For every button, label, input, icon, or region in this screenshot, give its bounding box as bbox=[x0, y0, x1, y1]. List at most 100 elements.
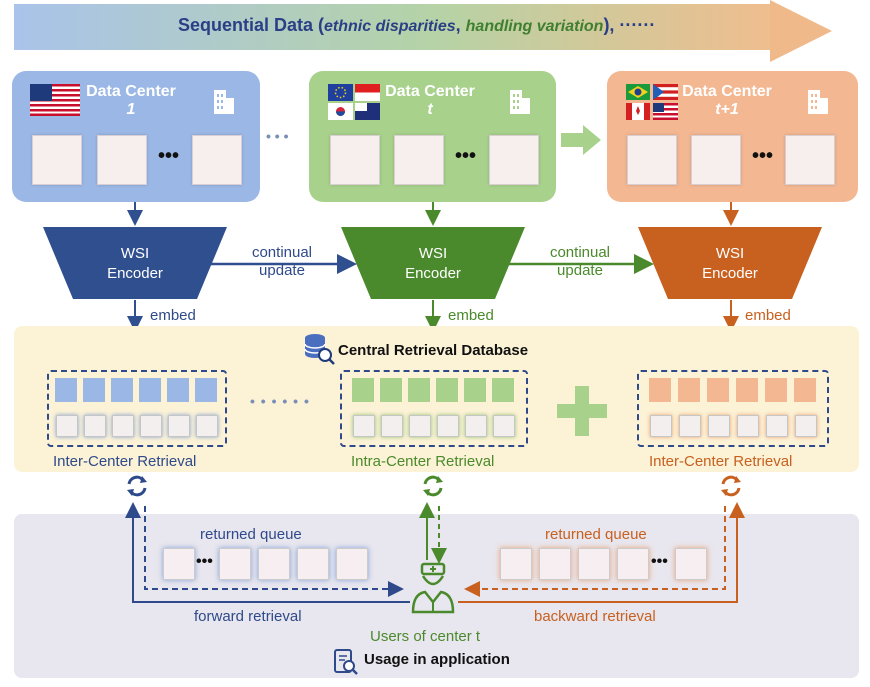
usage-in-application-title: Usage in application bbox=[364, 651, 510, 668]
thumb-ellipsis: ••• bbox=[752, 145, 774, 167]
queue-slide-thumb bbox=[708, 415, 730, 437]
embed-label-1: embed bbox=[150, 307, 196, 324]
returned-queue-ellipsis: ••• bbox=[196, 553, 213, 570]
building-icon bbox=[808, 90, 828, 114]
embedding-bar bbox=[464, 378, 486, 402]
embedding-bar bbox=[492, 378, 514, 402]
building-icon bbox=[214, 90, 234, 114]
embedding-bar bbox=[707, 378, 729, 402]
returned-queue-label-left: returned queue bbox=[200, 526, 302, 543]
queue-slide-thumb bbox=[168, 415, 190, 437]
queue-slide-thumb bbox=[381, 415, 403, 437]
embedding-bar bbox=[352, 378, 374, 402]
returned-slide-thumb bbox=[258, 548, 290, 580]
encoder-flow-layer bbox=[43, 202, 822, 332]
plus-icon bbox=[557, 386, 607, 436]
returned-queue-ellipsis: ••• bbox=[651, 553, 668, 570]
returned-slide-thumb bbox=[539, 548, 571, 580]
between-centers-ellipsis: • • • bbox=[266, 128, 289, 144]
returned-slide-thumb bbox=[578, 548, 610, 580]
slide-thumbnail bbox=[691, 135, 741, 185]
intra-center-retrieval-label: Intra-Center Retrieval bbox=[351, 453, 495, 470]
brazil-flag-icon bbox=[626, 84, 678, 120]
embedding-bar bbox=[139, 378, 161, 402]
queue-slide-thumb bbox=[437, 415, 459, 437]
banner-ethnic: ethnic disparities bbox=[324, 18, 456, 35]
wsi-encoder-t-plus-1 bbox=[638, 227, 822, 299]
returned-queue-label-right: returned queue bbox=[545, 526, 647, 543]
queue-slide-thumb bbox=[795, 415, 817, 437]
embedding-bar bbox=[55, 378, 77, 402]
slide-thumbnail bbox=[330, 135, 380, 185]
banner-title: Sequential Data (ethnic disparities, han… bbox=[178, 15, 656, 35]
users-of-center-label: Users of center t bbox=[370, 628, 481, 645]
embedding-bar bbox=[111, 378, 133, 402]
embedding-bar bbox=[83, 378, 105, 402]
returned-slide-thumb bbox=[675, 548, 707, 580]
us-flag-icon bbox=[30, 84, 80, 116]
queue-slide-thumb bbox=[465, 415, 487, 437]
banner-arrow-tip bbox=[770, 0, 832, 62]
returned-slide-thumb bbox=[336, 548, 368, 580]
queue-slide-thumb bbox=[56, 415, 78, 437]
thumb-ellipsis: ••• bbox=[455, 145, 477, 167]
slide-thumbnail bbox=[627, 135, 677, 185]
embedding-bar bbox=[765, 378, 787, 402]
doctor-icon bbox=[411, 562, 455, 614]
queue-slide-thumb bbox=[737, 415, 759, 437]
wsi-encoder-1 bbox=[43, 227, 227, 299]
slide-thumbnail bbox=[192, 135, 242, 185]
embedding-bar bbox=[380, 378, 402, 402]
slide-thumbnail bbox=[394, 135, 444, 185]
embed-label-t-plus-1: embed bbox=[745, 307, 791, 324]
forward-retrieval-arrow bbox=[125, 502, 410, 603]
queue-slide-thumb bbox=[353, 415, 375, 437]
embedding-bar bbox=[736, 378, 758, 402]
returned-slide-thumb bbox=[163, 548, 195, 580]
queue-slide-thumb bbox=[112, 415, 134, 437]
queue-slide-thumb bbox=[650, 415, 672, 437]
sequential-data-banner bbox=[14, 4, 774, 50]
slide-thumbnail bbox=[785, 135, 835, 185]
retrieval-flow-layer bbox=[125, 475, 745, 603]
returned-queue-arrow-left bbox=[144, 506, 404, 597]
queue-ellipsis: • • • • • • bbox=[250, 393, 310, 409]
embedding-bar bbox=[195, 378, 217, 402]
returned-slide-thumb bbox=[219, 548, 251, 580]
queue-slide-thumb bbox=[409, 415, 431, 437]
backward-retrieval-label: backward retrieval bbox=[534, 608, 656, 625]
embedding-bar bbox=[436, 378, 458, 402]
slide-thumbnail bbox=[489, 135, 539, 185]
embedding-bar bbox=[408, 378, 430, 402]
queue-slide-thumb bbox=[493, 415, 515, 437]
eu-flag-icon bbox=[328, 84, 380, 120]
embedding-bar bbox=[794, 378, 816, 402]
banner-handling: handling variation bbox=[465, 18, 604, 35]
document-search-icon bbox=[334, 649, 358, 675]
returned-slide-thumb bbox=[297, 548, 329, 580]
embed-label-t: embed bbox=[448, 307, 494, 324]
inter-center-queue-right bbox=[637, 370, 829, 447]
queue-slide-thumb bbox=[140, 415, 162, 437]
slide-thumbnail bbox=[97, 135, 147, 185]
embedding-bar bbox=[167, 378, 189, 402]
forward-retrieval-label: forward retrieval bbox=[194, 608, 302, 625]
returned-slide-thumb bbox=[500, 548, 532, 580]
queue-slide-thumb bbox=[196, 415, 218, 437]
central-retrieval-database-title: Central Retrieval Database bbox=[338, 342, 529, 359]
intra-center-queue bbox=[340, 370, 528, 447]
returned-slide-thumb bbox=[617, 548, 649, 580]
returned-queue-arrow-right bbox=[464, 506, 726, 597]
slide-thumbnail bbox=[32, 135, 82, 185]
backward-retrieval-arrow bbox=[458, 502, 745, 603]
inter-center-retrieval-label-right: Inter-Center Retrieval bbox=[649, 453, 793, 470]
thumb-ellipsis: ••• bbox=[158, 145, 180, 167]
inter-center-retrieval-label-left: Inter-Center Retrieval bbox=[53, 453, 197, 470]
refresh-icon bbox=[127, 475, 147, 497]
queue-slide-thumb bbox=[766, 415, 788, 437]
